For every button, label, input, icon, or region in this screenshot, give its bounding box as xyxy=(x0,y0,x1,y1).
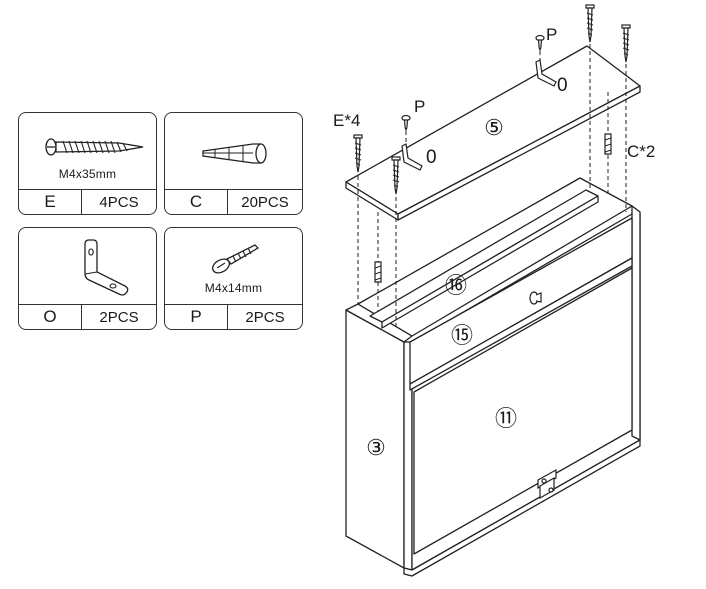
part-footer: C 20PCS xyxy=(165,189,302,214)
front-top-rail xyxy=(409,217,633,391)
part-card-p: M4x14mm P 2PCS xyxy=(164,227,303,330)
screw-p-icon xyxy=(401,34,545,132)
long-wood-screw-icon xyxy=(45,138,144,156)
part-code: O xyxy=(19,305,82,329)
part-number-15: ⑮ xyxy=(451,323,473,348)
l-bracket-icon xyxy=(84,239,129,296)
part-number-11: ⑪ xyxy=(495,406,517,431)
short-screw-icon xyxy=(211,244,260,274)
back-rail xyxy=(369,189,599,329)
part-spec: M4x14mm xyxy=(204,281,263,295)
bracket-o-icon xyxy=(401,59,557,171)
latch-icon xyxy=(537,468,557,500)
callout-c: C*2 xyxy=(627,142,655,161)
callout-p-top: P xyxy=(546,25,557,44)
callout-o-top: 0 xyxy=(557,75,568,96)
callout-e: E*4 xyxy=(333,111,360,130)
dowel-c-icon xyxy=(374,133,612,283)
part-quantity: 4PCS xyxy=(99,193,139,211)
wall-plug-dowel-icon xyxy=(202,143,267,164)
part-number-16: ⑯ xyxy=(445,273,467,298)
part-code: P xyxy=(165,305,228,329)
part-footer: O 2PCS xyxy=(19,304,156,329)
part-code: E xyxy=(19,190,82,214)
part-quantity: 20PCS xyxy=(241,193,289,211)
part-card-c: C 20PCS xyxy=(164,112,303,215)
callout-o-left: 0 xyxy=(426,147,437,168)
knob-icon xyxy=(529,291,542,305)
part-quantity: 2PCS xyxy=(245,308,285,326)
top-panel xyxy=(345,45,641,221)
part-quantity: 2PCS xyxy=(99,308,139,326)
part-footer: E 4PCS xyxy=(19,189,156,214)
part-footer: P 2PCS xyxy=(165,304,302,329)
screw-e-icon xyxy=(353,4,631,195)
part-code: C xyxy=(165,190,228,214)
flap-door xyxy=(413,267,633,555)
part-number-3: ③ xyxy=(366,435,386,460)
part-card-o: O 2PCS xyxy=(18,227,157,330)
part-card-e: M4x35mm E 4PCS xyxy=(18,112,157,215)
part-spec: M4x35mm xyxy=(58,167,117,181)
part-number-5: ⑤ xyxy=(484,115,504,140)
callout-p-left: P xyxy=(414,97,425,116)
